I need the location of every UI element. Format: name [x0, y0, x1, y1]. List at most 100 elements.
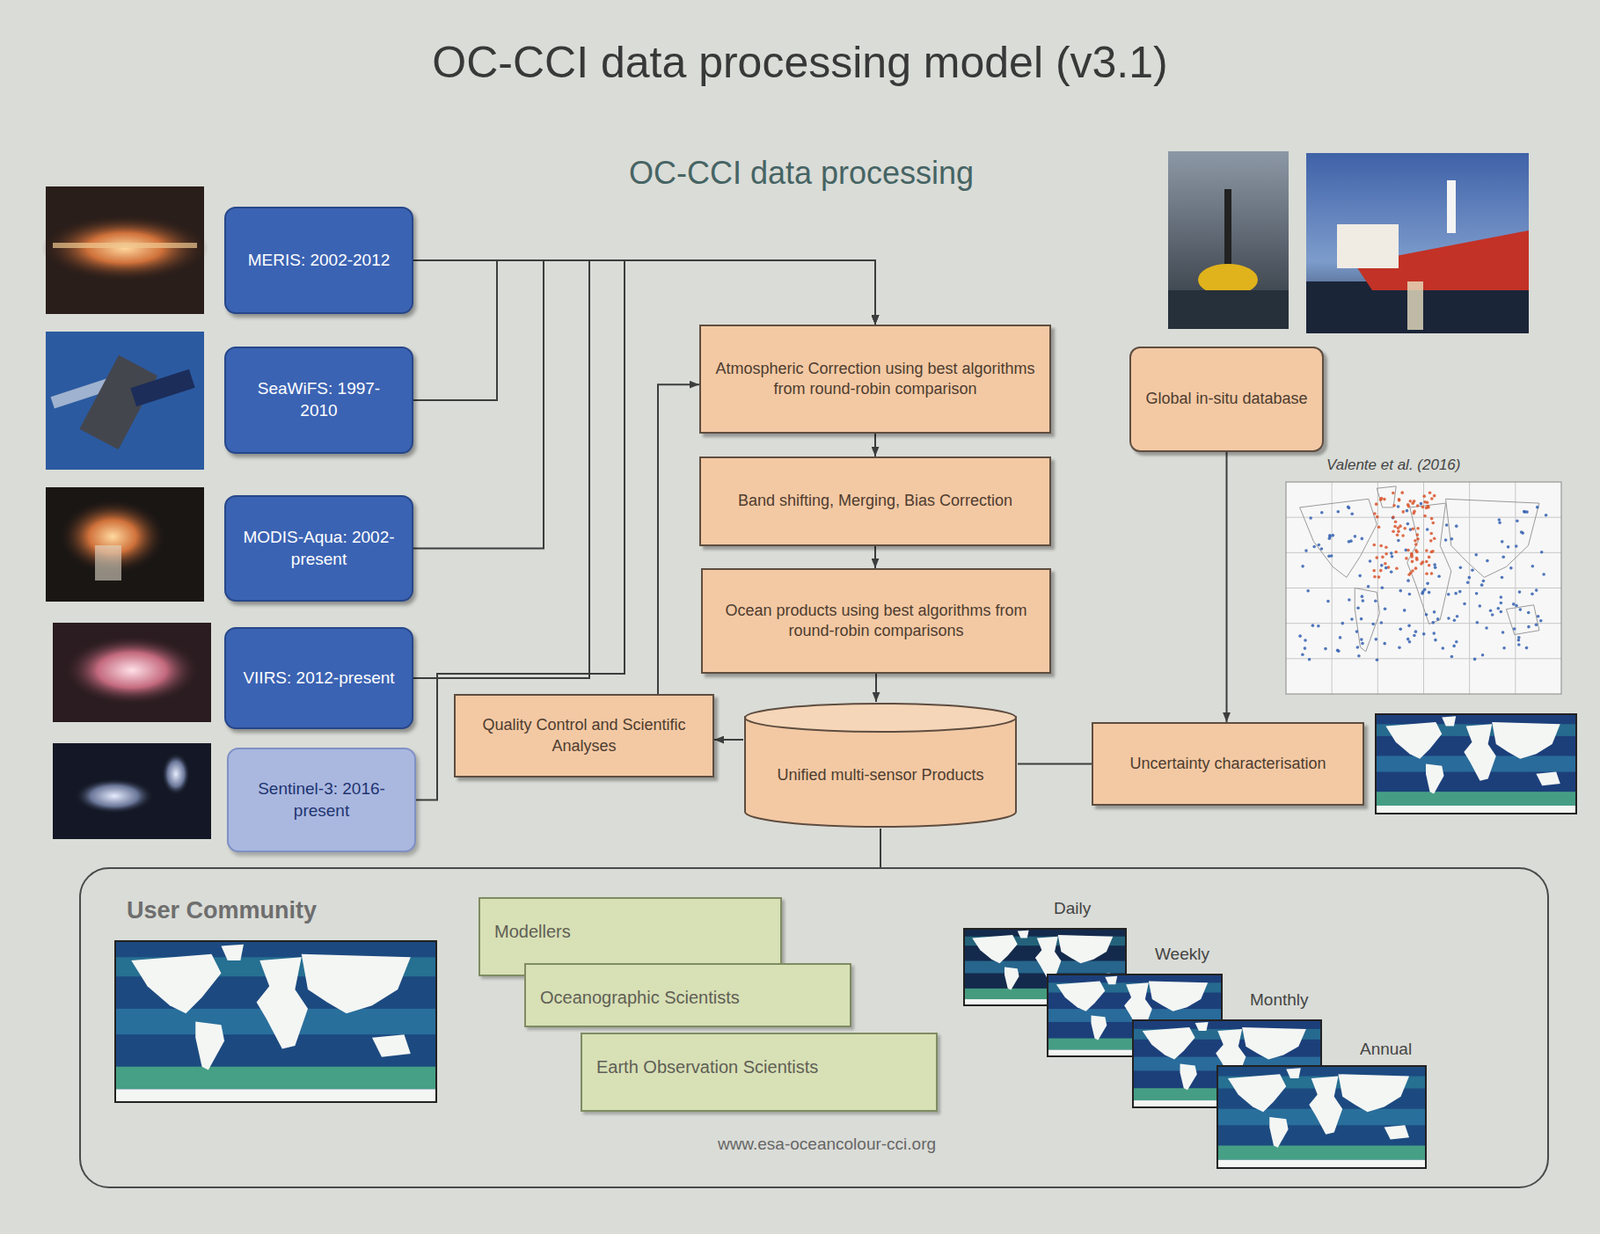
insitu-point [1431, 549, 1435, 554]
insitu-point [1336, 510, 1340, 514]
map-coast [1354, 588, 1380, 652]
insitu-point [1407, 504, 1411, 509]
insitu-point [1458, 590, 1462, 594]
sensor-box: MERIS: 2002-2012 [224, 206, 414, 315]
insitu-point [1406, 548, 1411, 553]
map-grid [1285, 657, 1562, 659]
insitu-point [1382, 642, 1387, 646]
insitu-point [1433, 565, 1438, 570]
picture-glow [63, 635, 201, 706]
sensor-box: SeaWiFS: 1997-2010 [224, 346, 414, 454]
insitu-point [1474, 553, 1478, 557]
insitu-point [1517, 642, 1521, 647]
insitu-point [1429, 532, 1433, 536]
insitu-point [1422, 632, 1426, 636]
insitu-point [1535, 505, 1540, 510]
insitu-point [1371, 622, 1375, 627]
insitu-point [1497, 518, 1502, 522]
insitu-point [1392, 504, 1396, 508]
cylinder-outline [743, 701, 1018, 829]
viirs-picture [52, 622, 212, 723]
process-box: Uncertainty characterisation [1091, 722, 1365, 806]
picture-glow [161, 752, 190, 796]
node-text: Sentinel-3: 2016-present [244, 778, 399, 822]
insitu-point [1499, 610, 1504, 614]
node-text: VIIRS: 2012-present [242, 667, 395, 690]
process-box: Band shifting, Merging, Bias Correction [699, 456, 1052, 547]
insitu-point [1437, 574, 1441, 578]
picture-glow [41, 214, 209, 282]
insitu-point [1404, 556, 1409, 561]
map-land [1017, 930, 1030, 939]
map-grid [1285, 587, 1562, 589]
insitu-point [1298, 634, 1302, 638]
insitu-point [1419, 502, 1424, 506]
user-box: Oceanographic Scientists [524, 963, 852, 1028]
insitu-point [1375, 657, 1380, 662]
insitu-point [1374, 555, 1379, 560]
insitu-point [1512, 627, 1517, 631]
insitu-point [1414, 542, 1418, 547]
insitu-point [1445, 523, 1449, 527]
insitu-point [1427, 555, 1432, 560]
insitu-point [1353, 534, 1358, 539]
database-cylinder: Unified multi-sensor Products [743, 701, 1018, 829]
map-land [220, 944, 244, 961]
insitu-point [1391, 530, 1396, 534]
insitu-point [1407, 572, 1411, 577]
insitu-point [1416, 537, 1420, 541]
insitu-point [1377, 575, 1381, 579]
map-land [1180, 1064, 1198, 1091]
insitu-point [1355, 629, 1359, 634]
insitu-point [1396, 529, 1401, 534]
map-frame [1375, 714, 1577, 814]
connector [879, 828, 882, 868]
insitu-point [1432, 536, 1437, 541]
insitu-point [1514, 544, 1519, 548]
insitu-point [1402, 526, 1407, 531]
connector [874, 433, 877, 457]
node-text: Oceanographic Scientists [540, 987, 740, 1009]
node-text: MODIS-Aqua: 2002-present [241, 526, 396, 570]
insitu-point [1300, 564, 1305, 569]
map-land [1337, 1073, 1410, 1112]
insitu-point [1530, 592, 1535, 597]
ship-mast [1446, 180, 1456, 234]
insitu-point [1391, 491, 1396, 496]
insitu-point [1373, 599, 1378, 603]
insitu-point [1396, 504, 1401, 509]
insitu-point [1328, 533, 1332, 538]
insitu-point [1410, 555, 1414, 559]
insitu-point [1502, 646, 1506, 651]
insitu-point [1356, 645, 1360, 650]
map-band [1217, 1145, 1426, 1160]
insitu-point [1406, 522, 1411, 527]
insitu-point [1459, 565, 1463, 570]
insitu-point [1430, 517, 1434, 521]
map-land [195, 1022, 225, 1071]
insitu-point [1408, 592, 1412, 597]
insitu-point [1312, 545, 1316, 549]
time-label: Daily [1051, 898, 1094, 919]
insitu-point [1326, 599, 1330, 604]
insitu-point [1466, 580, 1470, 585]
insitu-point [1382, 497, 1387, 502]
insitu-point [1539, 619, 1543, 623]
insitu-point [1398, 589, 1403, 593]
map-ocean [1217, 1066, 1426, 1169]
map-land [1308, 1076, 1343, 1135]
insitu-point [1320, 511, 1324, 515]
map-coast [1407, 503, 1452, 624]
community-map [115, 941, 437, 1103]
insitu-point [1308, 516, 1313, 520]
insitu-point [1500, 576, 1505, 580]
insitu-point [1433, 638, 1438, 643]
insitu-point [1304, 548, 1308, 553]
insitu-point [1402, 608, 1407, 613]
insitu-point [1406, 637, 1411, 642]
insitu-point [1393, 525, 1397, 529]
node-text: SeaWiFS: 1997-2010 [241, 378, 396, 422]
insitu-point [1411, 526, 1416, 531]
seawifs-picture [45, 331, 205, 470]
user-box: Earth Observation Scientists [580, 1032, 938, 1112]
